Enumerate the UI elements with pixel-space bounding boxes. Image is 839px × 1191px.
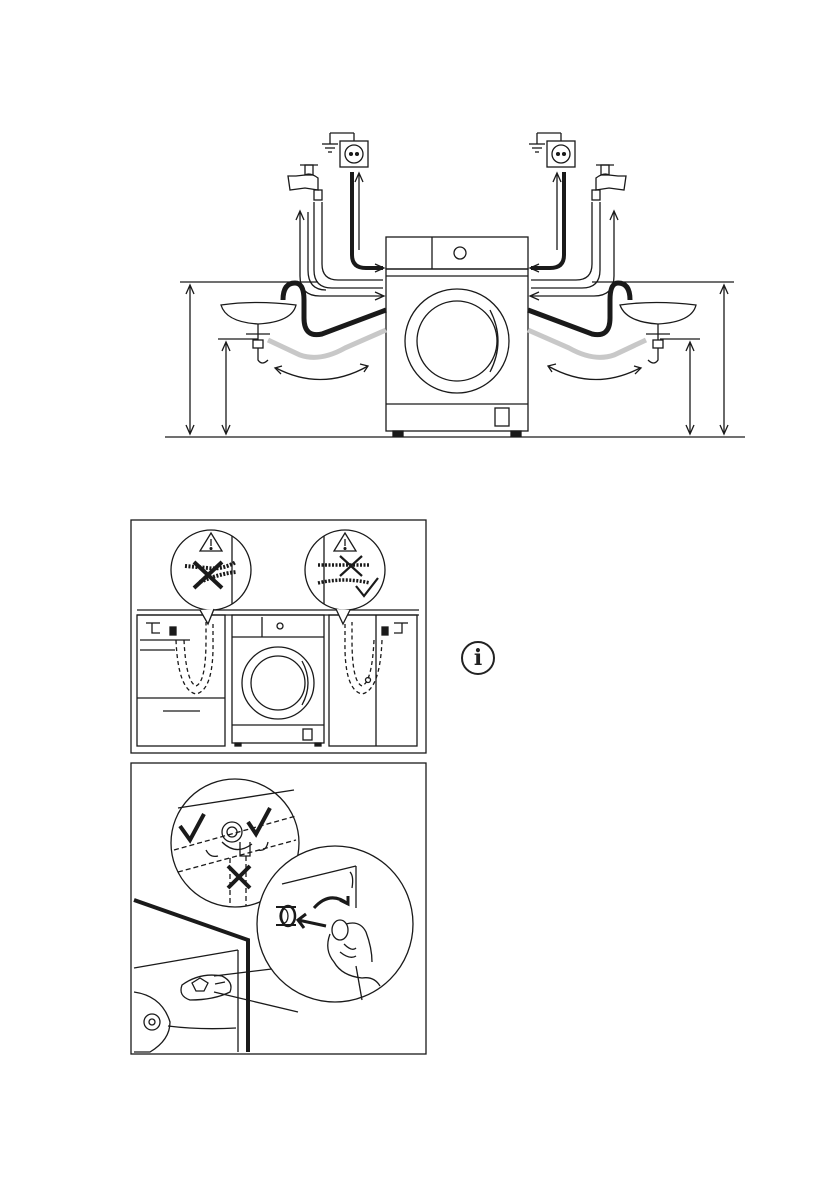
washing-machine-icon-small	[232, 615, 324, 746]
tap-icon-left	[288, 165, 322, 200]
socket-icon-left	[322, 133, 368, 167]
drain-hose-dark-left	[283, 283, 386, 335]
power-cable-left	[352, 172, 383, 268]
washing-machine-icon	[386, 237, 528, 436]
info-icon: i	[461, 641, 495, 675]
height-arrows-icon-right	[686, 285, 728, 434]
power-cable-right	[531, 172, 564, 268]
swing-arrow-left	[276, 366, 368, 380]
tap-icon-right	[592, 165, 626, 200]
drain-hose-dark-right	[528, 283, 630, 335]
tap-icon-small-right	[382, 623, 408, 635]
height-arrows-icon-left	[186, 285, 230, 434]
sink-icon-left	[221, 303, 296, 364]
swing-arrow-right	[548, 366, 640, 380]
tap-icon-small-left	[146, 623, 176, 635]
sink-icon-right	[620, 303, 696, 364]
socket-icon-right	[529, 133, 575, 167]
